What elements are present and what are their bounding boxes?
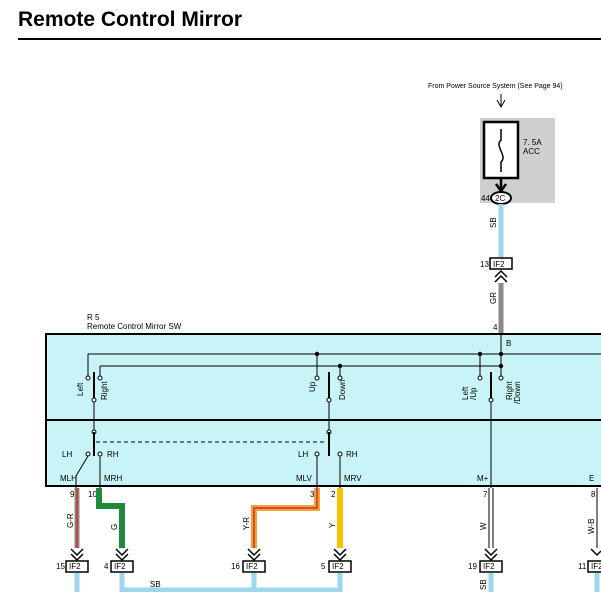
- pin-n7: 7: [483, 490, 488, 499]
- wire-sb-label: SB: [489, 217, 498, 228]
- sel-rh-contact-2: [337, 451, 343, 457]
- pos-left: Left: [76, 382, 85, 396]
- pos-right-down-2: /Down: [513, 381, 522, 404]
- bottom-id-4: IF2: [332, 562, 344, 571]
- pin-b-label: B: [506, 339, 511, 348]
- pin-e: E: [589, 474, 594, 483]
- pos-left-up-1: Left: [461, 386, 470, 400]
- pos-down: Down: [338, 380, 347, 400]
- bottom-sb-label-2: SB: [479, 579, 488, 590]
- drop-mlh: [75, 455, 89, 477]
- power-arrow-head: [496, 99, 506, 109]
- bottom-connector-6: 11 IF2: [578, 560, 601, 573]
- junction-id-top: IF2: [493, 260, 505, 269]
- bottom-chevrons: [70, 548, 601, 562]
- contact-down: [337, 375, 343, 381]
- contact-left: [85, 375, 91, 381]
- switch-ref: R 5: [87, 313, 100, 322]
- junction-chevron-top-1: [494, 269, 508, 278]
- pin-4-label: 4: [493, 323, 498, 332]
- bottom-pin-6: 11: [578, 562, 587, 571]
- switch-name: Remote Control Mirror SW: [87, 322, 182, 331]
- wire-yr-label: Y-R: [242, 517, 251, 530]
- contact-lr-pivot: [91, 397, 97, 403]
- bottom-connector-4: 5 IF2: [321, 560, 352, 573]
- contact-leftup: [477, 375, 483, 381]
- title-rule: [18, 38, 601, 40]
- wire-g: [96, 488, 125, 548]
- pos-right: Right: [100, 381, 109, 400]
- contact-ud-pivot: [326, 397, 332, 403]
- switch-body: [45, 333, 601, 487]
- fuse-connector: 2C: [495, 194, 505, 203]
- sel-rh-contact-1: [97, 451, 103, 457]
- pos-up: Up: [308, 381, 317, 392]
- pin-n8: 8: [591, 490, 596, 499]
- pin-n3: 3: [310, 490, 315, 499]
- bottom-pin-2: 4: [104, 562, 109, 571]
- junction-pin-top: 13: [480, 260, 489, 269]
- pin-mlv: MLV: [296, 474, 313, 483]
- fuse-wire: [498, 129, 504, 172]
- contact-right: [97, 375, 103, 381]
- sel-lh1: LH: [62, 450, 72, 459]
- wire-yr-inner: [253, 488, 318, 548]
- pin-n10: 10: [88, 490, 97, 499]
- fuse-pin: 44: [481, 194, 490, 203]
- bottom-id-1: IF2: [69, 562, 81, 571]
- bottom-id-5: IF2: [483, 562, 495, 571]
- pin-n2: 2: [331, 490, 336, 499]
- power-source-label: From Power Source System (See Page 94): [428, 83, 563, 90]
- bottom-pin-1: 15: [56, 562, 65, 571]
- fuse-rating: 7. 5A: [523, 138, 542, 147]
- page-title: Remote Control Mirror: [18, 8, 243, 31]
- wire-gr2-label: G-R: [66, 513, 75, 528]
- pos-left-up-2: /Up: [469, 387, 478, 400]
- wire-w-label: W: [479, 522, 488, 530]
- wire-y-label: Y: [328, 522, 337, 528]
- pin-mrv: MRV: [344, 474, 362, 483]
- sel-lh-contact-1: [85, 451, 91, 457]
- bottom-connector-3: 16 IF2: [231, 560, 266, 573]
- bottom-pin-3: 16: [231, 562, 240, 571]
- bottom-pin-5: 19: [468, 562, 477, 571]
- junction-box-top: [489, 257, 513, 270]
- junction-chevron-top-2: [494, 274, 508, 283]
- pos-right-down-1: Right: [505, 381, 514, 400]
- sel-lh-contact-2: [314, 451, 320, 457]
- pin-n9: 9: [70, 490, 75, 499]
- sel-lh2: LH: [298, 450, 308, 459]
- pin-mlh: MLH: [60, 474, 77, 483]
- sel-rh1: RH: [107, 450, 119, 459]
- bottom-connector-1: 15 IF2: [56, 560, 89, 573]
- bottom-pin-4: 5: [321, 562, 326, 571]
- sel-rh2: RH: [346, 450, 358, 459]
- junction-dot-3: [498, 351, 504, 357]
- bottom-id-2: IF2: [114, 562, 126, 571]
- bottom-id-3: IF2: [246, 562, 258, 571]
- contact-up: [314, 375, 320, 381]
- pin-mplus: M+: [477, 474, 489, 483]
- wire-gr-label: GR: [489, 292, 498, 304]
- wire-wb-label: W-B: [587, 519, 596, 534]
- bottom-connector-2: 4 IF2: [104, 560, 134, 573]
- wire-yr-outer: [251, 488, 320, 548]
- pin-mrh: MRH: [104, 474, 122, 483]
- contact-mplus-pivot: [488, 397, 494, 403]
- bottom-id-6: IF2: [591, 562, 601, 571]
- bottom-connector-5: 19 IF2: [468, 560, 503, 573]
- contact-rightdown: [498, 375, 504, 381]
- bottom-sb-label: SB: [150, 580, 161, 589]
- wire-g-label: G: [110, 524, 119, 530]
- fuse-name: ACC: [523, 147, 540, 156]
